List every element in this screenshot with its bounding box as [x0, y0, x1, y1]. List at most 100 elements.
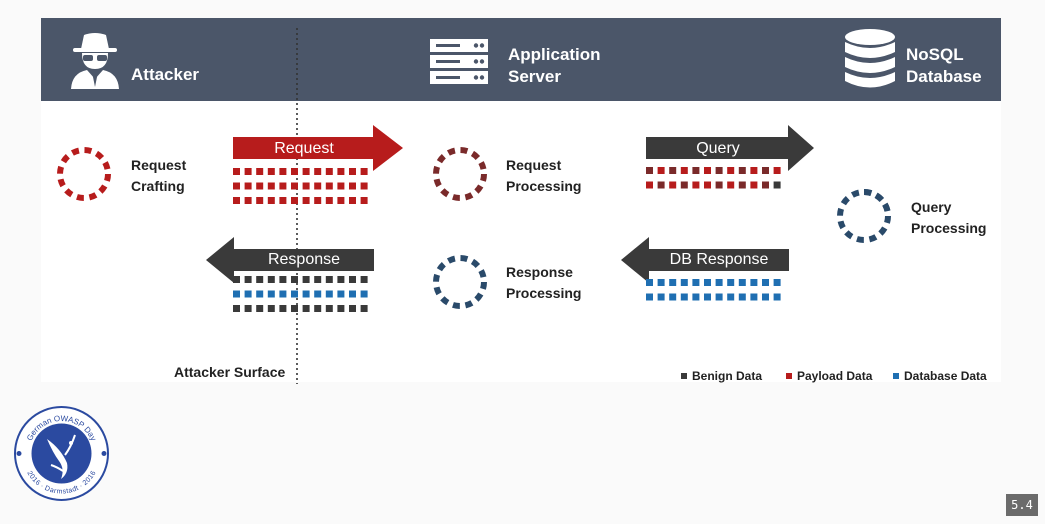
request-payload-dot [291, 197, 298, 204]
request-payload-dot [314, 168, 322, 175]
request-payload-dot [360, 182, 368, 190]
db-response-arrow-label: DB Response [669, 251, 769, 268]
legend-payload-label: Payload Data [797, 369, 873, 383]
request-payload-dot [233, 168, 240, 175]
query-processing-circle [837, 189, 891, 243]
db-response-data-dot [669, 293, 677, 301]
response-data-dot [233, 290, 240, 298]
request-payload-dot [325, 197, 333, 204]
attacker-surface-line [296, 28, 298, 384]
request-payload-dot [349, 197, 356, 204]
request-payload-dot [256, 168, 264, 175]
db-response-data-dot [704, 279, 711, 286]
response-data-dot [349, 276, 356, 283]
query-data-dot [680, 181, 688, 189]
db-response-data-dot [646, 279, 653, 286]
request-processing-label-2: Processing [506, 178, 582, 194]
query-processing-label-1: Query [911, 199, 952, 215]
db-response-data-dot [680, 293, 688, 301]
response-data-dot [244, 305, 252, 312]
request-payload-dot [302, 197, 310, 204]
query-data-dot [646, 181, 653, 189]
db-response-data-dot [773, 279, 781, 286]
query-data-dot [704, 167, 711, 174]
response-data-dots [233, 276, 368, 312]
query-data-dot [646, 167, 653, 174]
db-response-data-dot [762, 279, 769, 286]
response-processing-label-2: Processing [506, 285, 582, 301]
db-title-line1: NoSQL [906, 45, 964, 64]
response-data-dot [244, 290, 252, 298]
request-payload-dot [279, 168, 287, 175]
response-data-dot [233, 276, 240, 283]
response-data-dot [267, 305, 275, 312]
response-data-dot [360, 276, 368, 283]
attacker-title: Attacker [131, 65, 200, 84]
request-payload-dot [325, 168, 333, 175]
response-processing-circle [433, 255, 487, 309]
db-response-data-dot [727, 293, 735, 301]
request-payload-dot [279, 197, 287, 204]
response-data-dot [349, 290, 356, 298]
request-payload-dot [279, 182, 287, 190]
request-payload-dots [233, 168, 368, 204]
german-owasp-day-logo: German OWASP Day 2016 · Darmstadt · 2016 [14, 406, 109, 501]
request-payload-dot [256, 197, 264, 204]
request-processing-label-1: Request [506, 157, 562, 173]
legend-benign-swatch [681, 373, 687, 379]
db-response-data-dot [704, 293, 711, 301]
query-data-dot [657, 167, 665, 174]
query-data-dot [715, 167, 723, 174]
db-response-data-dot [715, 279, 723, 286]
db-response-data-dot [727, 279, 735, 286]
database-icon [845, 29, 895, 88]
request-payload-dot [349, 168, 356, 175]
request-payload-dot [314, 182, 322, 190]
request-payload-dot [244, 182, 252, 190]
query-data-dot [680, 167, 688, 174]
db-response-data-dot [692, 293, 700, 301]
db-response-data-dot [715, 293, 723, 301]
request-payload-dot [337, 168, 345, 175]
request-payload-dot [302, 182, 310, 190]
request-payload-dot [302, 168, 310, 175]
response-data-dot [279, 276, 287, 283]
db-response-data-dot [773, 293, 781, 301]
app-server-title-line2: Server [508, 67, 561, 86]
query-data-dot [727, 167, 735, 174]
query-data-dot [773, 167, 781, 174]
request-payload-dot [244, 197, 252, 204]
response-processing-label-1: Response [506, 264, 573, 280]
request-arrow-label: Request [274, 140, 334, 157]
attacker-surface-label: Attacker Surface [174, 364, 286, 380]
db-response-arrow [621, 237, 789, 283]
response-data-dot [267, 276, 275, 283]
request-processing-circle [433, 147, 487, 201]
response-data-dot [302, 290, 310, 298]
response-data-dot [349, 305, 356, 312]
legend-benign: Benign Data [681, 369, 762, 383]
response-data-dot [291, 305, 298, 312]
response-data-dot [325, 290, 333, 298]
query-data-dot [762, 181, 769, 189]
db-response-data-dot [680, 279, 688, 286]
db-response-data-dot [692, 279, 700, 286]
request-payload-dot [325, 182, 333, 190]
response-arrow-label: Response [267, 251, 341, 268]
request-payload-dot [314, 197, 322, 204]
query-data-dot [704, 181, 711, 189]
response-data-dot [360, 305, 368, 312]
db-response-data-dot [750, 293, 758, 301]
db-response-data-dot [646, 293, 653, 301]
db-response-data-dot [738, 293, 746, 301]
query-data-dots [646, 167, 781, 189]
request-payload-dot [267, 182, 275, 190]
query-data-dot [669, 167, 677, 174]
request-payload-dot [291, 168, 298, 175]
query-data-dot [657, 181, 665, 189]
db-response-data-dot [657, 293, 665, 301]
query-data-dot [762, 167, 769, 174]
legend-database-swatch [893, 373, 899, 379]
response-data-dot [314, 276, 322, 283]
response-data-dot [337, 305, 345, 312]
